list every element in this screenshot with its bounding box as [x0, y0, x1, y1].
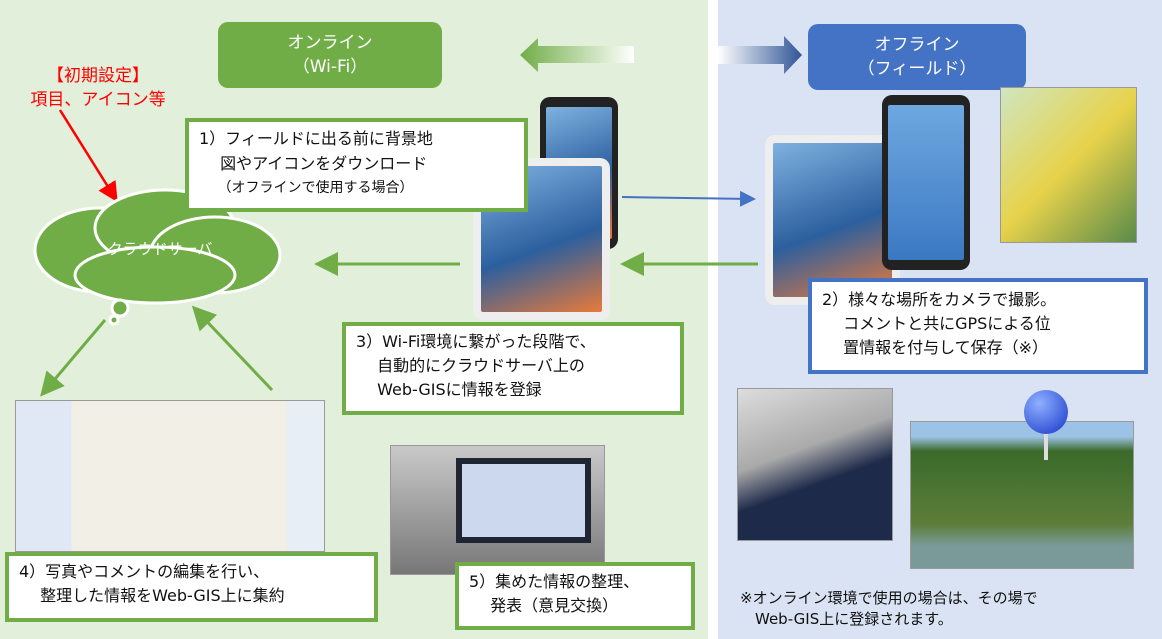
cloud-shape	[33, 188, 282, 326]
footnote-line2: Web-GIS上に登録されます。	[740, 610, 953, 628]
offline-title: オフライン	[874, 35, 960, 55]
online-subtitle: （Wi-Fi）	[292, 57, 368, 77]
map-pin-icon	[1024, 390, 1068, 434]
arrow-left-gradient	[520, 38, 634, 72]
initial-line1: 【初期設定】	[47, 66, 149, 86]
map-pin-needle	[1044, 410, 1048, 460]
offline-subtitle: （フィールド）	[857, 59, 977, 79]
step3-line2: 自動的にクラウドサーバ上の	[356, 356, 585, 375]
footnote-line1: ※オンライン環境で使用の場合は、その場で	[740, 589, 1038, 607]
hikers-illustration	[1000, 87, 1137, 243]
initial-line2: 項目、アイコン等	[30, 90, 166, 110]
offline-header: オフライン （フィールド）	[808, 24, 1026, 90]
tablet-image	[473, 158, 610, 320]
step1-box: 1）フィールドに出る前に背景地 図やアイコンをダウンロード （オフラインで使用す…	[185, 118, 528, 212]
step3-line1: 3）Wi-Fi環境に繋がった段階で、	[356, 332, 596, 351]
tablet-image-offline	[765, 135, 900, 305]
footnote: ※オンライン環境で使用の場合は、その場で Web-GIS上に登録されます。	[740, 588, 1038, 630]
cloud-server-label: クラウドサーバ	[107, 240, 213, 258]
student-photo	[737, 388, 893, 541]
step4-box: 4）写真やコメントの編集を行い、 整理した情報をWeb-GIS上に集約	[5, 552, 378, 622]
smartphone-image-offline	[882, 95, 970, 270]
arrow-right-gradient	[718, 36, 802, 74]
step5-line1: 5）集めた情報の整理、	[469, 572, 640, 591]
online-title: オンライン	[287, 33, 373, 53]
step2-line3: 置情報を付与して保存（※）	[822, 338, 1049, 357]
step1-line1: 1）フィールドに出る前に背景地	[199, 129, 433, 148]
step5-box: 5）集めた情報の整理、 発表（意見交換）	[455, 562, 695, 630]
step4-line1: 4）写真やコメントの編集を行い、	[19, 562, 270, 581]
initial-settings-note: 【初期設定】 項目、アイコン等	[18, 64, 178, 112]
step4-line2: 整理した情報をWeb-GIS上に集約	[19, 586, 285, 605]
step3-box: 3）Wi-Fi環境に繋がった段階で、 自動的にクラウドサーバ上の Web-GIS…	[342, 322, 684, 415]
landslide-photo	[910, 421, 1134, 569]
step1-line2: 図やアイコンをダウンロード	[199, 154, 428, 173]
step2-line1: 2）様々な場所をカメラで撮影。	[822, 290, 1057, 309]
step3-line3: Web-GISに情報を登録	[356, 380, 542, 399]
web-gis-screenshot	[15, 400, 325, 552]
classroom-photo	[390, 445, 605, 575]
online-header: オンライン （Wi-Fi）	[218, 22, 442, 88]
step5-line2: 発表（意見交換）	[469, 596, 619, 615]
step2-box: 2）様々な場所をカメラで撮影。 コメントと共にGPSによる位 置情報を付与して保…	[808, 278, 1148, 374]
step1-line3: （オフラインで使用する場合）	[199, 180, 414, 196]
step2-line2: コメントと共にGPSによる位	[822, 314, 1051, 333]
